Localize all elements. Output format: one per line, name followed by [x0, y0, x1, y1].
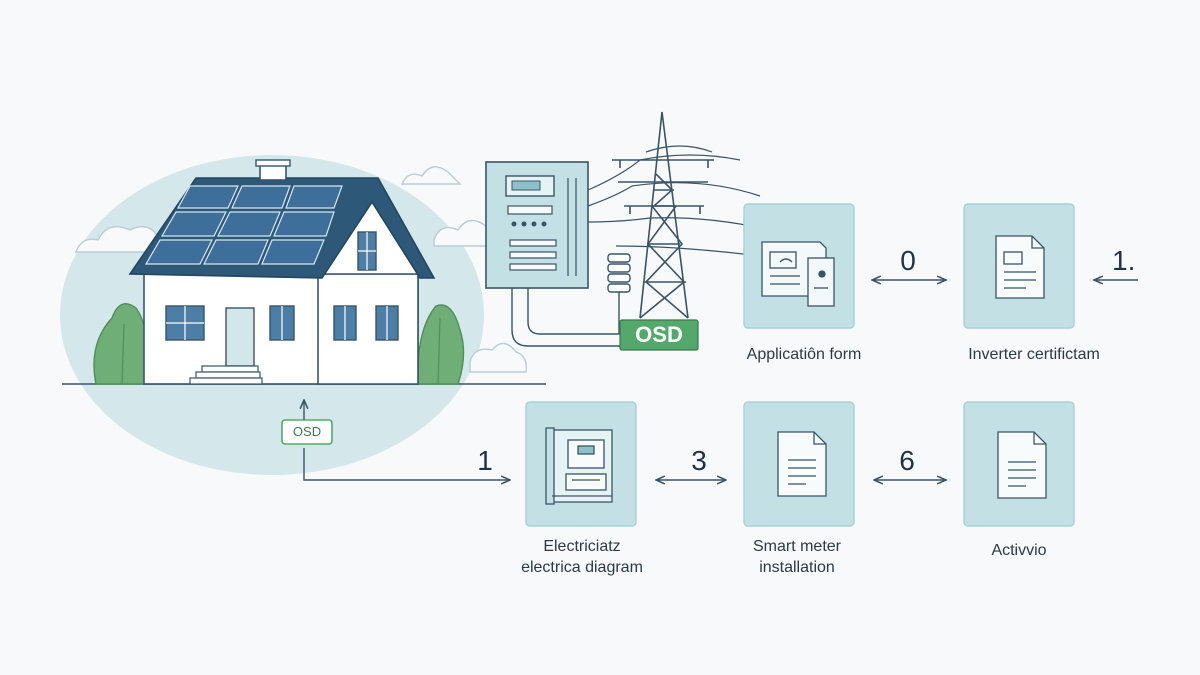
house [128, 159, 436, 385]
step-label-line: Activvio [991, 542, 1047, 559]
step-label-line: Inverter certifictam [968, 346, 1100, 363]
document-icon [995, 235, 1045, 299]
step-label-line: Electriciatz [543, 538, 621, 555]
step-label-line: installation [759, 559, 835, 576]
osd-tag-small [281, 419, 333, 445]
step-box-inverter-certificate [963, 203, 1075, 329]
step-label-line: electrica diagram [521, 559, 643, 576]
bush-right [417, 304, 465, 385]
osd-tag-large [619, 319, 699, 351]
osd-tag-small-label: OSD [292, 424, 322, 439]
cabinet-cable [511, 288, 640, 347]
door [225, 307, 255, 367]
step-box-application-form [743, 203, 855, 329]
step-label-inverter-certificate: Inverter certifictam [944, 344, 1124, 365]
power-pylon-icon [612, 111, 714, 319]
cloud-icon [400, 166, 462, 185]
step-label-electrical-diagram: Electriciatz electrica diagram [500, 536, 664, 578]
porch-steps [189, 365, 263, 385]
connector-label-diagram-to-meter: 3 [691, 445, 707, 476]
connector-label-app-to-inverter: 0 [900, 245, 916, 276]
step-label-application-form: Applicatiôn form [724, 344, 884, 365]
house-to-diagram-arrow [303, 448, 510, 480]
document-icon [777, 431, 827, 497]
application-form-icon [761, 241, 835, 307]
step-label-line: Applicatiôn form [746, 346, 862, 363]
step-label-smart-meter-installation: Smart meter installation [720, 536, 874, 578]
step-label-line: Smart meter [752, 538, 841, 555]
meter-cabinet-icon [485, 161, 589, 289]
insulator-icon [607, 253, 631, 334]
cloud-icon [469, 342, 527, 373]
step-box-smart-meter-installation [743, 401, 855, 527]
step-box-electrical-diagram [525, 401, 637, 527]
connector-label-meter-to-activation: 6 [899, 445, 915, 476]
connector-label-house-to-diagram: 1 [477, 445, 493, 476]
connector-label-inverter-incoming: 1. [1112, 245, 1136, 276]
meter-cabinet-icon [545, 427, 613, 505]
osd-tag-large-label: OSD [635, 322, 683, 347]
step-box-activation [963, 401, 1075, 527]
solar-panel-icon [144, 185, 343, 265]
power-lines [587, 145, 771, 257]
document-icon [997, 431, 1047, 499]
step-label-activation: Activvio [964, 540, 1074, 561]
